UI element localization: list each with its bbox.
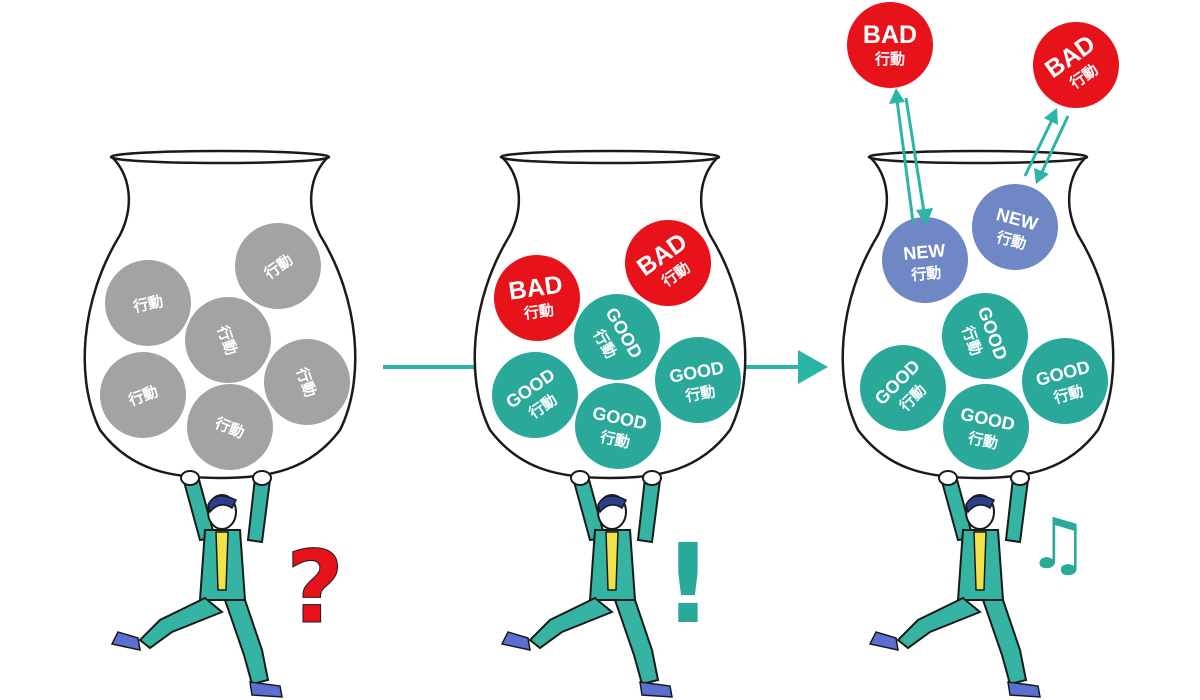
good-ball-circle bbox=[943, 384, 1029, 470]
front-shoe bbox=[1007, 681, 1041, 698]
back-leg bbox=[138, 596, 224, 650]
action-ball-circle bbox=[264, 339, 350, 425]
arrow-up bbox=[895, 99, 915, 223]
action-ball: 行動 bbox=[235, 223, 321, 309]
question-mark-icon: ? bbox=[286, 529, 344, 646]
good-ball-circle bbox=[574, 294, 660, 380]
shirt bbox=[215, 531, 229, 591]
front-shoe bbox=[639, 681, 673, 698]
front-shoe bbox=[249, 681, 283, 698]
vase-rim bbox=[499, 149, 721, 165]
left-hand bbox=[938, 470, 958, 486]
good-ball-circle bbox=[860, 345, 946, 431]
good-ball-circle bbox=[492, 352, 578, 438]
back-leg bbox=[896, 596, 982, 650]
action-ball: 行動 bbox=[185, 297, 271, 383]
left-hand bbox=[570, 470, 590, 486]
right-hand bbox=[1010, 470, 1030, 486]
right-hand bbox=[642, 470, 662, 486]
hair bbox=[207, 495, 238, 514]
swap-arrows bbox=[889, 88, 1070, 226]
good-ball-circle bbox=[1022, 338, 1108, 424]
action-ball-circle bbox=[105, 260, 191, 346]
left-hand bbox=[180, 470, 200, 486]
arrow-up bbox=[1023, 119, 1054, 177]
action-ball: 行動 bbox=[264, 339, 350, 425]
action-label: 行動 bbox=[874, 50, 905, 68]
action-ball: 行動 bbox=[187, 384, 273, 470]
front-leg bbox=[223, 599, 270, 686]
vase-rim bbox=[867, 149, 1089, 165]
back-shoe bbox=[500, 631, 531, 651]
running-man bbox=[110, 470, 283, 698]
new-ball-circle bbox=[882, 217, 968, 303]
right-arm bbox=[636, 476, 662, 544]
back-leg bbox=[528, 596, 614, 650]
running-man bbox=[868, 470, 1041, 698]
action-ball-circle bbox=[185, 297, 271, 383]
back-shoe bbox=[110, 631, 141, 651]
action-label: 行動 bbox=[909, 264, 941, 285]
bad-ball-circle bbox=[847, 2, 933, 88]
right-arm bbox=[246, 476, 272, 544]
music-note-icon: ♫ bbox=[1027, 503, 1090, 585]
arrow-down bbox=[1040, 115, 1070, 173]
bad-ball-circle bbox=[1033, 22, 1119, 108]
vase-rim bbox=[109, 149, 331, 165]
shirt bbox=[973, 531, 987, 591]
good-ball-circle bbox=[575, 383, 661, 469]
bad-ball-circle bbox=[625, 220, 711, 306]
running-man bbox=[500, 470, 673, 698]
hair bbox=[597, 495, 628, 514]
front-leg bbox=[981, 599, 1028, 686]
back-shoe bbox=[868, 631, 899, 651]
good-ball-circle bbox=[942, 293, 1028, 379]
exclamation-mark-icon: ! bbox=[663, 520, 713, 648]
action-ball-circle bbox=[187, 384, 273, 470]
action-label: 行動 bbox=[522, 301, 555, 323]
front-leg bbox=[613, 599, 660, 686]
right-arm bbox=[1004, 476, 1030, 544]
bad-ball-circle bbox=[494, 255, 580, 341]
shirt bbox=[605, 531, 619, 591]
bad-label: BAD bbox=[863, 21, 917, 49]
action-ball: 行動 bbox=[105, 260, 191, 346]
action-ball-circle bbox=[235, 223, 321, 309]
hair bbox=[965, 495, 996, 514]
good-ball-circle bbox=[655, 337, 741, 423]
arrow-down bbox=[904, 97, 926, 213]
action-ball-circle bbox=[100, 352, 186, 438]
panel-1: 行動行動行動行動行動行動? bbox=[83, 149, 357, 698]
action-label: 行動 bbox=[683, 382, 717, 405]
new-ball-circle bbox=[972, 184, 1058, 270]
new-label: NEW bbox=[903, 240, 947, 264]
right-hand bbox=[252, 470, 272, 486]
action-ball: 行動 bbox=[100, 352, 186, 438]
